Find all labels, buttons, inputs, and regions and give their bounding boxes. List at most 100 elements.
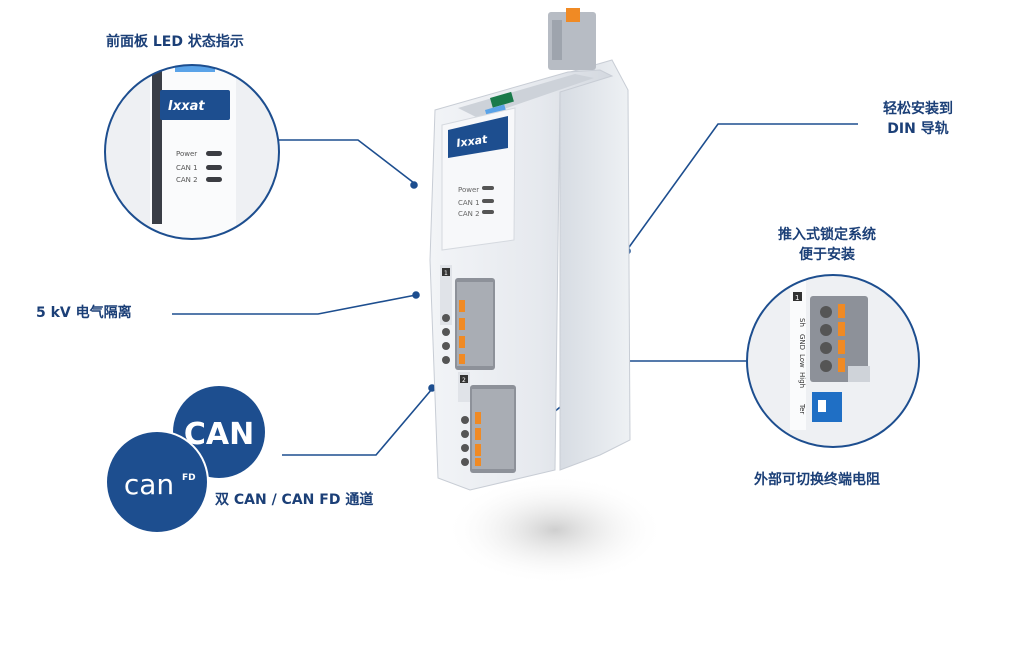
connector-1-latch-2 <box>459 318 465 330</box>
connector-1-hole-4 <box>442 356 450 364</box>
zoom-right-release <box>848 366 870 382</box>
zoom-led-can1 <box>206 165 222 170</box>
connector-2-latches <box>475 412 481 466</box>
device-led-can2 <box>482 210 494 214</box>
zoom-left-edge <box>152 65 162 224</box>
connector-2-number-box <box>460 375 468 383</box>
connector-2-latch-4 <box>475 458 481 466</box>
connector-1: 1 <box>440 265 495 370</box>
zoom-led-can2 <box>206 177 222 182</box>
zoom-brand-text: Ixxat <box>168 99 205 114</box>
zoom-right-pin-labels: Sh GND Low High Ter <box>798 318 806 414</box>
connector-2-latch-2 <box>475 428 481 440</box>
zoom-hole-2 <box>820 324 832 336</box>
connector-1-number: 1 <box>444 270 448 277</box>
pin-label-ter: Ter <box>798 403 806 414</box>
callout-termination: 外部可切换终端电阻 <box>754 472 880 488</box>
connector-1-hole-3 <box>442 342 450 350</box>
device-shadow <box>445 475 665 585</box>
connector-2-hole-1 <box>461 416 469 424</box>
zoom-latch-3 <box>838 340 845 354</box>
callout-push-in-line2: 便于安装 <box>799 247 855 263</box>
zoom-right-holes <box>820 306 832 372</box>
zoom-circle-connector: 1 Sh GND Low High Ter <box>746 274 920 448</box>
pin-label-gnd: GND <box>798 334 806 350</box>
zoom-circle-front-panel: Ixxat Power CAN 1 CAN 2 <box>104 64 280 240</box>
connector-1-latch-1 <box>459 300 465 312</box>
zoom-left-top-blue <box>175 65 215 72</box>
connector-1-labels-strip <box>440 265 452 325</box>
connector-1-holes <box>442 314 450 364</box>
top-connector-latch <box>566 8 580 22</box>
callout-isolation: 5 kV 电气隔离 <box>36 305 132 321</box>
zoom-right-latches <box>838 304 845 372</box>
can-badges: CAN can FD <box>105 386 265 534</box>
leader-din-rail <box>626 123 858 251</box>
zoom-led-label-can1: CAN 1 <box>176 164 198 172</box>
connector-1-hole-2 <box>442 328 450 336</box>
device-led-can1 <box>482 199 494 203</box>
zoom-latch-2 <box>838 322 845 336</box>
callout-din-rail: 轻松安装到 DIN 导轨 <box>862 99 974 139</box>
top-green-element <box>490 91 514 108</box>
leader-dot-dual-can <box>428 384 436 392</box>
callout-front-panel-led: 前面板 LED 状态指示 <box>106 34 244 50</box>
brand-text-device: Ixxat <box>456 133 489 150</box>
callout-push-in: 推入式锁定系统 便于安装 <box>752 225 902 265</box>
leader-dual-can <box>282 388 433 456</box>
zoom-led-label-can2: CAN 2 <box>176 176 198 184</box>
can-fd-badge-fd: FD <box>182 473 196 483</box>
connector-2-hole-2 <box>461 430 469 438</box>
zoom-hole-3 <box>820 342 832 354</box>
connector-2-number: 2 <box>462 377 466 384</box>
zoom-latch-4 <box>838 358 845 372</box>
callout-din-rail-line1: 轻松安装到 <box>883 101 953 117</box>
connector-2-hole-3 <box>461 444 469 452</box>
top-vents <box>458 74 594 118</box>
zoom-circle-front-panel-ring <box>104 64 280 240</box>
device: Ixxat Power CAN 1 CAN 2 1 <box>429 8 631 491</box>
device-led-label-can2: CAN 2 <box>458 210 480 218</box>
zoom-hole-4 <box>820 360 832 372</box>
zoom-right-number-box <box>793 292 802 301</box>
pin-label-sh: Sh <box>798 318 806 327</box>
leader-dot-front-panel <box>410 181 418 189</box>
leader-dot-isolation <box>412 291 420 299</box>
can-fd-badge-logo: can <box>124 468 174 501</box>
connector-1-hole-1 <box>442 314 450 322</box>
brand-badge <box>448 116 508 158</box>
pin-label-low: Low <box>798 354 806 368</box>
zoom-right-label-strip <box>790 280 806 430</box>
connector-1-latch-4 <box>459 354 465 364</box>
callout-dual-can: 双 CAN / CAN FD 通道 <box>215 492 374 508</box>
zoom-brand-badge <box>160 90 230 120</box>
can-badge-text: CAN <box>184 417 254 452</box>
zoom-led-power <box>206 151 222 156</box>
connector-2-hole-4 <box>461 458 469 466</box>
device-led-power <box>482 186 494 190</box>
connector-1-latch-3 <box>459 336 465 348</box>
zoom-termination-switch <box>812 392 842 422</box>
zoom-latch-1 <box>838 304 845 318</box>
leader-isolation <box>172 294 417 315</box>
device-led-label-can1: CAN 1 <box>458 199 480 207</box>
device-led-label-power: Power <box>458 186 479 194</box>
connector-2-holes <box>461 416 469 466</box>
zoom-right-number: 1 <box>795 294 799 302</box>
connector-1-latches <box>459 300 465 364</box>
device-side <box>559 59 631 471</box>
connector-2-latch-1 <box>475 412 481 424</box>
pin-label-high: High <box>798 372 806 388</box>
callout-din-rail-line2: DIN 导轨 <box>887 121 949 137</box>
callout-push-in-line1: 推入式锁定系统 <box>778 227 876 243</box>
connector-2-latch-3 <box>475 444 481 456</box>
zoom-led-label-power: Power <box>176 150 197 158</box>
connector-2: 2 <box>458 372 516 473</box>
zoom-termination-toggle <box>818 400 826 412</box>
can-fd-badge <box>105 430 209 534</box>
top-connector-slot <box>552 20 562 60</box>
connector-1-number-box <box>442 268 450 276</box>
leader-front-panel <box>272 139 415 184</box>
zoom-circle-connector-ring <box>746 274 920 448</box>
